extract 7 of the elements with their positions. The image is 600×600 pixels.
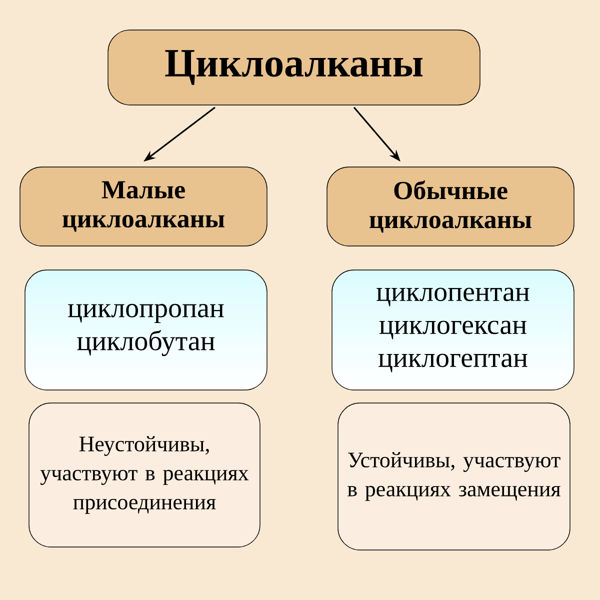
category-box: Малые циклоалканы — [20, 166, 268, 246]
title-box: Циклоалканы — [108, 30, 480, 106]
list-box: циклопентан циклогексан циклогептан — [332, 270, 574, 390]
list-box: циклопропан циклобутан — [24, 270, 268, 390]
description-box: Неустойчивы, участвуют в реакциях присоединения — [28, 402, 260, 548]
description-box: Устойчивы, участвуют в реакциях замещения — [338, 402, 570, 550]
category-box: Обычные циклоалканы — [326, 166, 574, 246]
